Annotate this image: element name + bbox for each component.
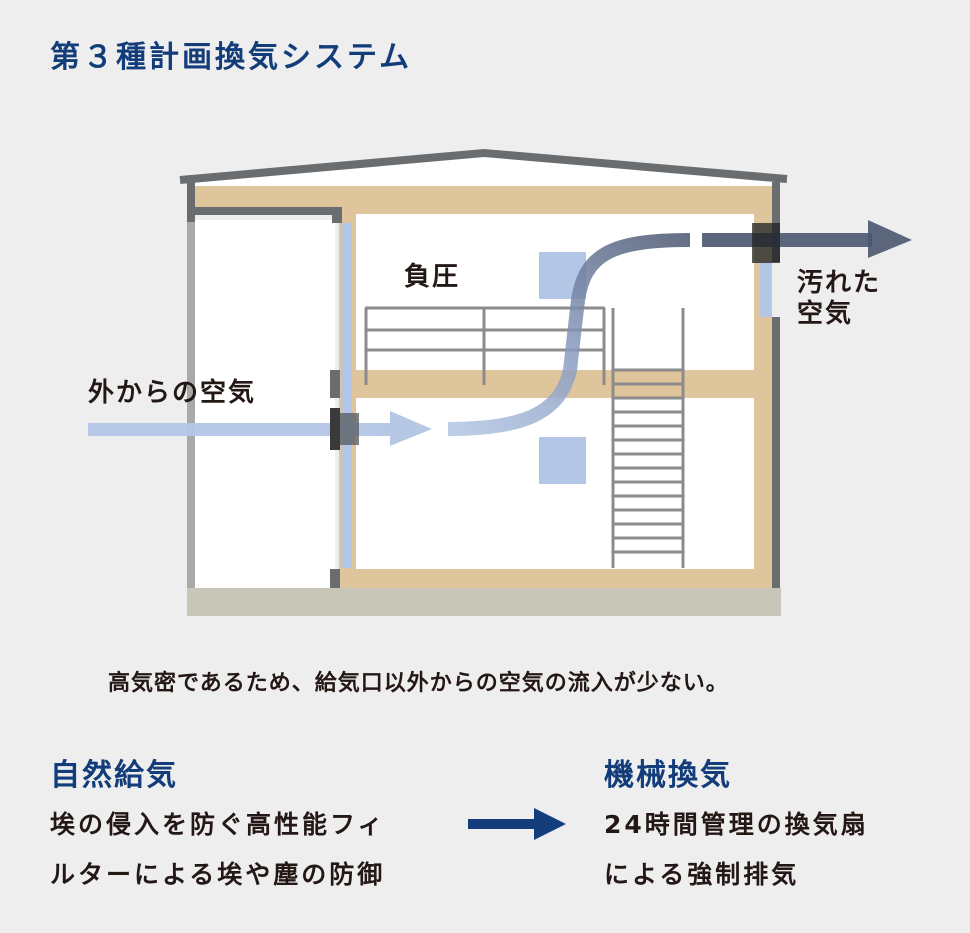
mechanical-exhaust-text: 24時間管理の換気扇 による強制排気 — [604, 800, 869, 900]
dirty-air-label: 汚れた 空気 — [797, 268, 881, 330]
natural-supply-heading: 自然給気 — [50, 758, 178, 793]
dirty-air-line1: 汚れた — [797, 268, 882, 298]
outer-wall-right — [772, 182, 780, 588]
outside-air-label: 外からの空気 — [88, 378, 257, 408]
house-diagram — [88, 148, 912, 616]
natural-supply-text: 埃の侵入を防ぐ高性能フィ ルターによる埃や塵の防御 — [50, 800, 386, 900]
railing — [364, 306, 606, 385]
left-room — [195, 220, 335, 588]
page-title: 第３種計画換気システム — [50, 40, 413, 75]
outflow-arrow — [702, 220, 912, 258]
foundation — [187, 588, 781, 616]
inner-ceiling-drop — [332, 207, 342, 223]
supply-vent — [330, 408, 340, 450]
air-strip-right — [760, 262, 771, 317]
duct-path — [447, 233, 691, 436]
vent-lower — [539, 437, 586, 484]
air-strip-left — [341, 223, 352, 568]
right-arrow-icon — [468, 808, 566, 840]
dirty-air-line2: 空気 — [797, 299, 854, 330]
mechanical-exhaust-line1: 24時間管理の換気扇 — [604, 810, 869, 839]
roof — [179, 148, 788, 184]
negative-pressure-label: 負圧 — [404, 262, 461, 292]
mechanical-exhaust-line2: による強制排気 — [604, 860, 800, 889]
outer-wall-left-top — [187, 182, 195, 222]
exhaust-fan — [752, 223, 780, 263]
staircase — [611, 308, 685, 568]
natural-supply-line1: 埃の侵入を防ぐ高性能フィ — [50, 810, 386, 839]
inner-ceiling — [195, 207, 342, 215]
wall-fitting — [330, 569, 340, 588]
wall-fitting — [330, 370, 340, 398]
natural-supply-line2: ルターによる埃や塵の防御 — [50, 860, 386, 889]
mechanical-exhaust-heading: 機械換気 — [604, 758, 732, 793]
inflow-arrow — [88, 411, 432, 446]
attic — [195, 155, 772, 186]
ground-floor — [339, 569, 772, 588]
outer-wall-left — [187, 222, 195, 588]
caption: 高気密であるため、給気口以外からの空気の流入が少ない。 — [108, 671, 729, 696]
